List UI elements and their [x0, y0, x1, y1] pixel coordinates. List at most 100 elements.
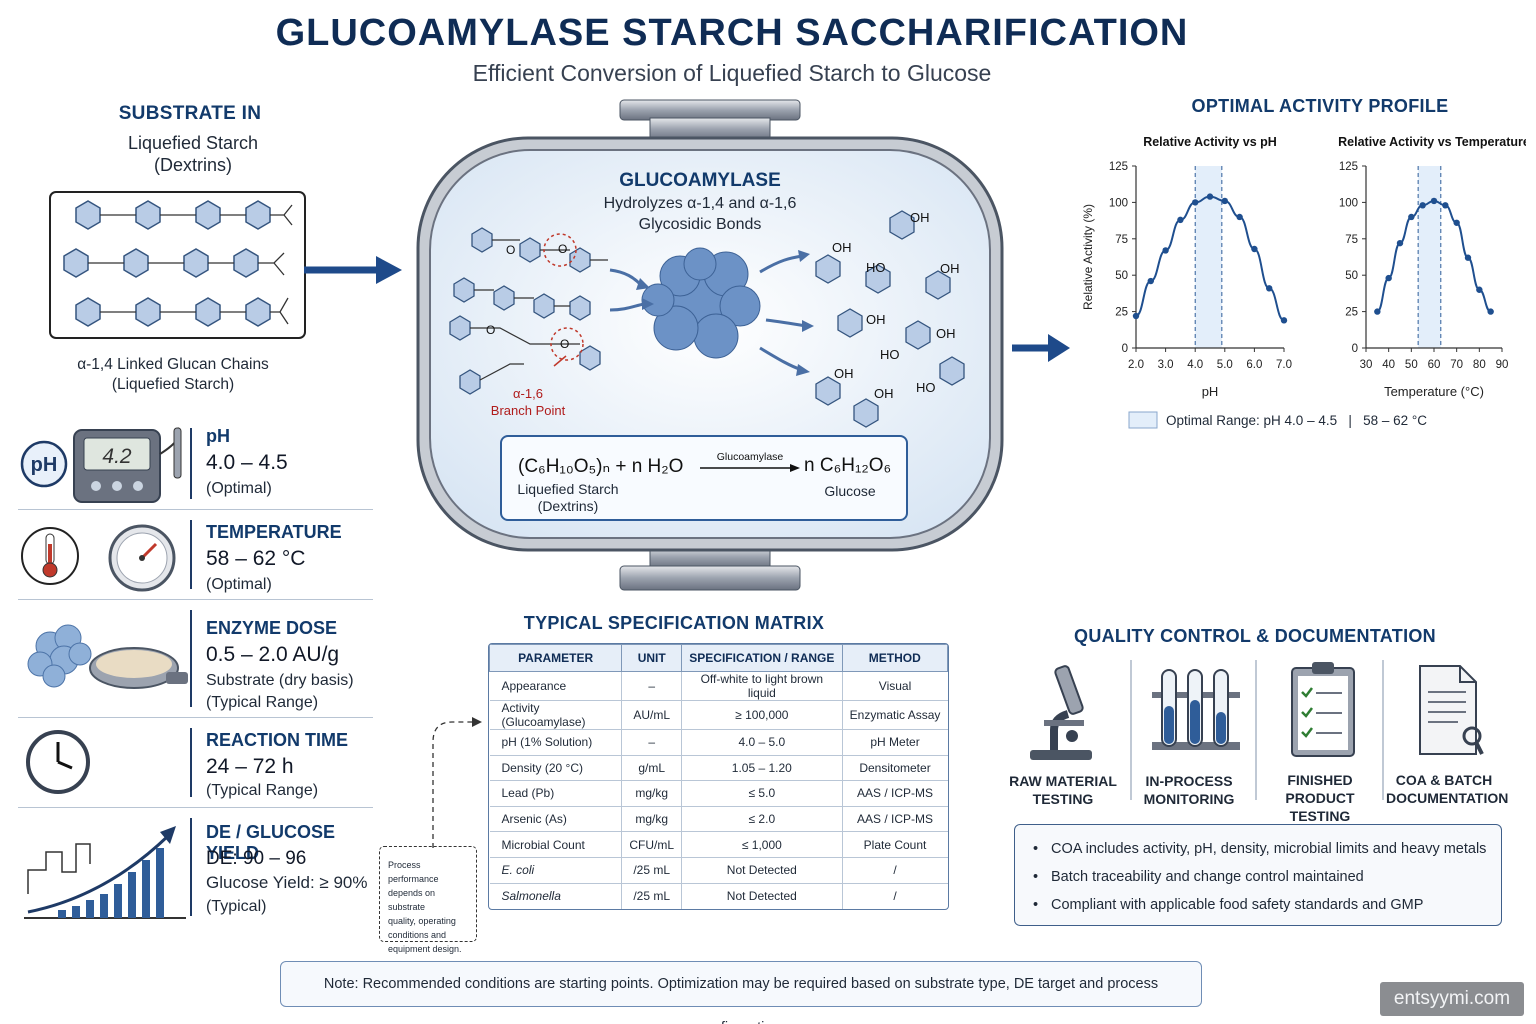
bond-o-4: O — [560, 337, 569, 351]
enzyme-title: GLUCOAMYLASE — [619, 170, 781, 191]
side-note-line2: depends on substrate — [388, 888, 436, 912]
x-tick-label: 70 — [1450, 359, 1463, 371]
table-cell: 1.05 – 1.20 — [681, 754, 843, 781]
data-point — [1266, 285, 1273, 292]
data-point — [1251, 245, 1258, 253]
table-cell: Not Detected — [681, 882, 843, 909]
condition-enzyme-dose: ENZYME DOSE 0.5 – 2.0 AU/g Substrate (dr… — [18, 600, 373, 718]
table-cell: Enzymatic Assay — [841, 700, 948, 730]
equation-catalyst: Glucoamylase — [716, 451, 784, 463]
glucose-oh-6: OH — [834, 366, 854, 381]
table-cell: – — [621, 671, 682, 701]
bond-o-2: O — [558, 242, 567, 256]
x-axis-label: pH — [1202, 384, 1219, 399]
qc-in-process-line2: MONITORING — [1143, 791, 1235, 807]
spec-col-header: SPECIFICATION / RANGE — [681, 644, 843, 672]
table-cell: Microbial Count — [489, 831, 622, 858]
document-icon — [1419, 665, 1484, 755]
activity-heading: OPTIMAL ACTIVITY PROFILE — [1191, 96, 1449, 116]
glucose-ho-1: HO — [866, 260, 886, 275]
reaction-time-label: REACTION TIME — [206, 730, 348, 750]
table-cell: Lead (Pb) — [489, 780, 622, 807]
table-cell: Off-white to light brown liquid — [681, 671, 843, 701]
qc-raw-material-line2: TESTING — [1032, 791, 1094, 807]
table-cell: Not Detected — [681, 856, 843, 884]
data-point — [1385, 274, 1392, 282]
equation-left: (C₆H₁₀O₅)ₙ + n H₂O — [518, 456, 684, 477]
table-cell: mg/kg — [621, 780, 682, 807]
spec-col-header: METHOD — [841, 644, 948, 672]
spec-table-body: Appearance–Off-white to light brown liqu… — [489, 671, 948, 909]
ph-meter-reading: 4.2 — [102, 445, 132, 468]
qc-coa-batch: COA & BATCH DOCUMENTATION — [1386, 771, 1509, 807]
enzyme-dose-note2: (Typical Range) — [206, 694, 319, 711]
y-tick-label: 100 — [1109, 197, 1128, 209]
cleavage-site-alpha16 — [550, 327, 584, 361]
y-tick-label: 125 — [1109, 161, 1128, 173]
table-cell: E. coli — [489, 856, 622, 884]
y-tick-label: 100 — [1339, 197, 1358, 209]
spec-col-header: PARAMETER — [489, 644, 623, 672]
table-cell: CFU/mL — [621, 831, 682, 858]
x-tick-label: 60 — [1428, 359, 1441, 371]
data-point — [1162, 247, 1169, 254]
x-tick-label: 3.0 — [1158, 359, 1174, 371]
glucan-chain-1 — [75, 200, 271, 230]
optimal-range-legend-swatch — [1128, 411, 1158, 429]
data-point — [1206, 193, 1214, 200]
qc-bullet: Batch traceability and change control ma… — [1029, 863, 1487, 891]
de-yield-label: DE / GLUCOSE YIELD — [206, 822, 336, 863]
data-point — [1374, 308, 1381, 315]
data-point — [1430, 197, 1438, 205]
qc-bullet-list: COA includes activity, pH, density, micr… — [1029, 835, 1487, 919]
x-tick-label: 2.0 — [1128, 359, 1144, 371]
qc-bullets-box: COA includes activity, pH, density, micr… — [1014, 824, 1502, 926]
table-cell: pH (1% Solution) — [489, 729, 622, 756]
y-tick-label: 50 — [1115, 270, 1128, 282]
side-note-line4: conditions and — [388, 930, 447, 940]
footer-note: Note: Recommended conditions are startin… — [280, 961, 1202, 1024]
glucose-oh-4: OH — [866, 312, 886, 327]
optimal-range-legend-text: Optimal Range: pH 4.0 – 4.5 | 58 – 62 °C — [1166, 413, 1428, 428]
glucose-oh-5: OH — [936, 326, 956, 341]
bond-o-1: O — [506, 243, 515, 257]
spec-col-header: UNIT — [621, 644, 683, 672]
page-subtitle: Efficient Conversion of Liquefied Starch… — [472, 60, 992, 86]
de-yield-value: DE: 90 – 96 — [206, 848, 307, 869]
qc-coa-batch-line2: DOCUMENTATION — [1386, 790, 1509, 806]
table-cell: Visual — [841, 671, 948, 701]
enzyme-scoop-icon — [27, 624, 188, 689]
process-side-note: Process performance depends on substrate… — [379, 846, 477, 954]
x-tick-label: 7.0 — [1276, 359, 1292, 371]
qc-raw-material: RAW MATERIAL TESTING — [1004, 772, 1122, 808]
substrate-line1: Liquefied Starch — [127, 133, 259, 153]
condition-temperature: TEMPERATURE 58 – 62 °C (Optimal) — [18, 510, 373, 600]
optimal-band — [1195, 166, 1222, 348]
qc-finished-product-line2: TESTING — [1289, 808, 1351, 824]
equation-left-caption2: (Dextrins) — [537, 498, 599, 514]
data-point — [1147, 277, 1154, 285]
table-cell: Plate Count — [841, 831, 948, 858]
glucose-ho-2: HO — [880, 347, 900, 362]
glucose-oh-2: OH — [910, 210, 930, 225]
table-cell: ≤ 2.0 — [681, 805, 843, 832]
reaction-equation-box: (C₆H₁₀O₅)ₙ + n H₂O Glucoamylase n C₆H₁₂O… — [500, 435, 908, 521]
data-point — [1132, 312, 1140, 320]
equation-right-caption: Glucose — [824, 483, 876, 499]
x-tick-label: 90 — [1496, 359, 1509, 371]
ph-label: pH — [206, 426, 230, 446]
branch-point-label1: α-1,6 — [513, 386, 543, 401]
branch-point-label2: Branch Point — [490, 403, 566, 418]
glucose-oh-1: OH — [832, 240, 852, 255]
substrate-heading: SUBSTRATE IN — [118, 103, 262, 124]
cleavage-site-alpha14 — [543, 233, 577, 267]
table-row: Appearance–Off-white to light brown liqu… — [489, 671, 948, 701]
data-point — [1280, 317, 1288, 324]
substrate-line2: (Dextrins) — [153, 155, 232, 175]
